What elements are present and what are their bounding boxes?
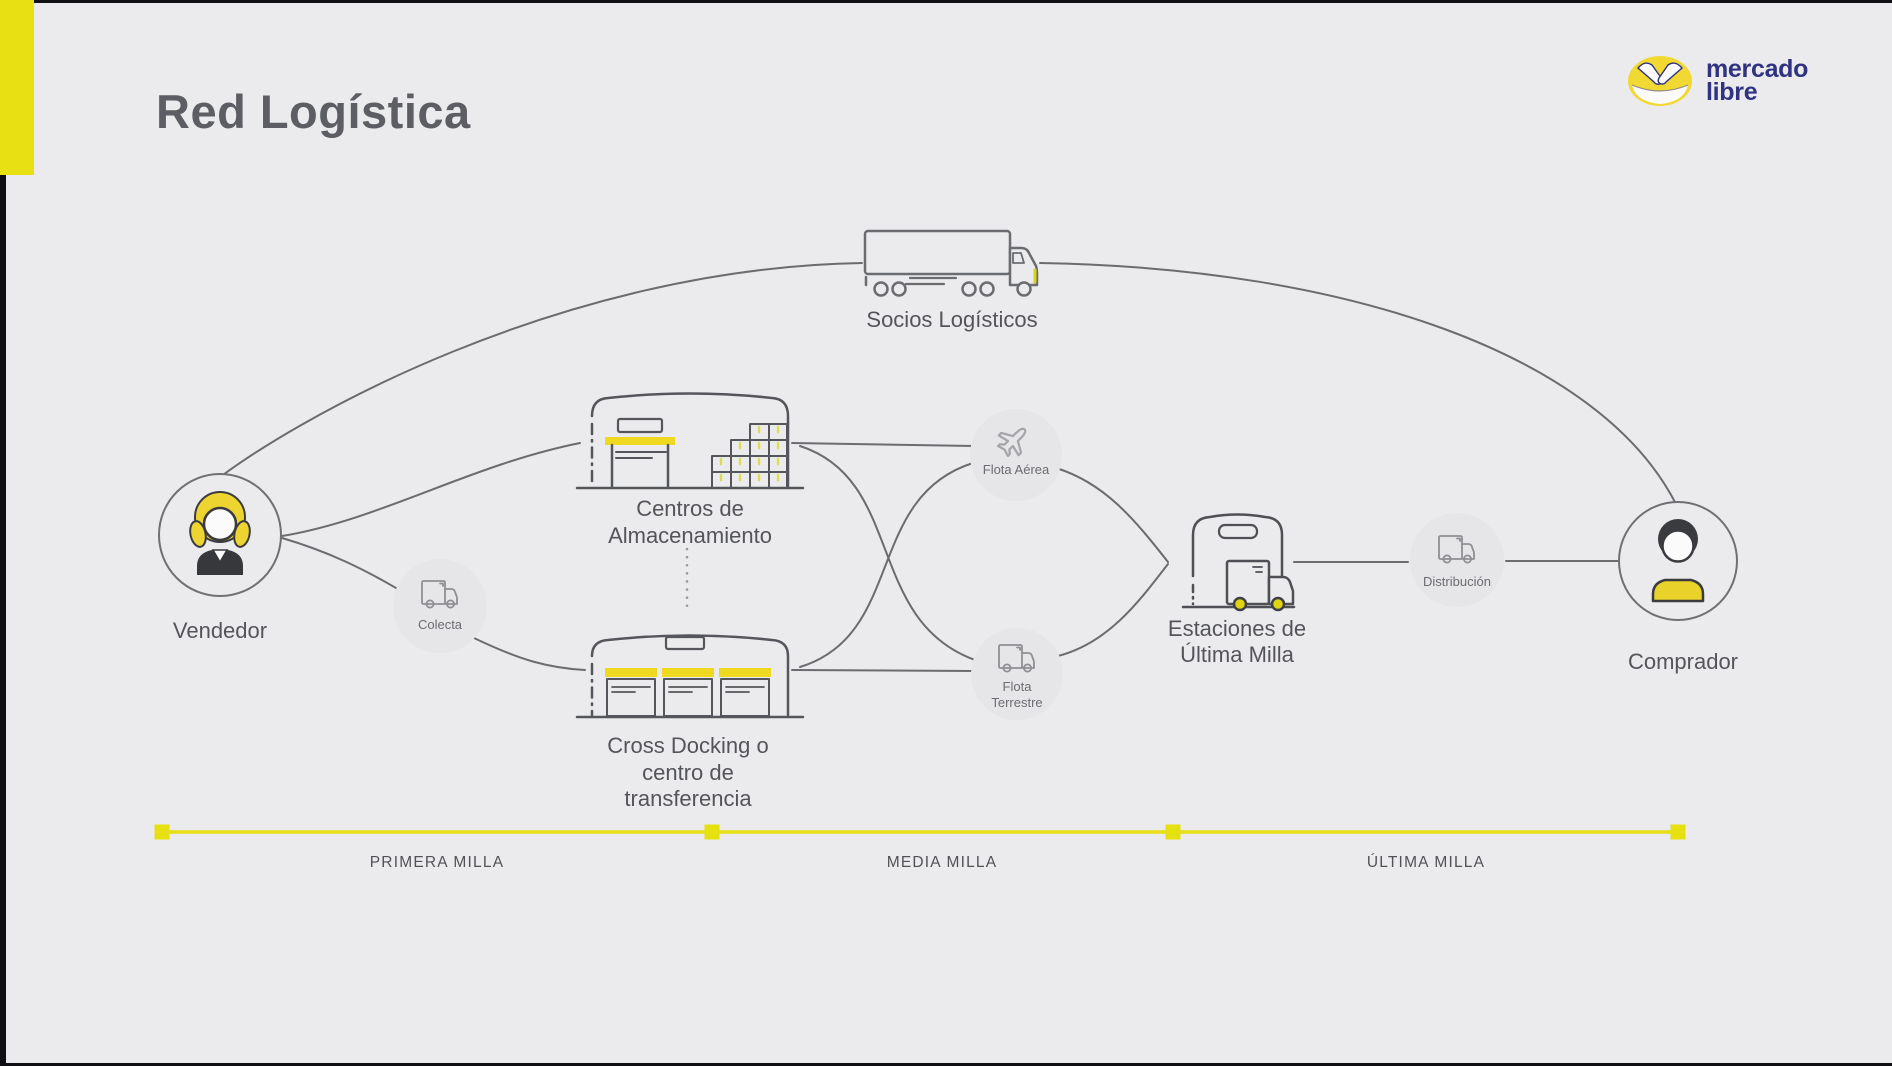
- comprador-label: Comprador: [1628, 649, 1738, 674]
- socios-logisticos-node: Socios Logísticos: [863, 229, 1039, 332]
- arc-socios-to-comprador: [1039, 262, 1677, 505]
- comprador-node: Comprador: [1618, 501, 1738, 674]
- hub-circles: [393, 409, 1504, 720]
- seller-person-icon: [189, 491, 251, 575]
- flota-terrestre-node: Flota Terrestre: [991, 644, 1043, 710]
- flota-terrestre-label-line1: Flota: [1003, 679, 1033, 694]
- vendedor-label: Vendedor: [173, 618, 267, 643]
- estaciones-label-line2: Última Milla: [1180, 642, 1294, 667]
- crossdocking-label-line2: centro de: [642, 760, 734, 785]
- line-centros-to-flota-terrestre: [799, 445, 976, 661]
- centros-label-line2: Almacenamiento: [608, 523, 772, 548]
- distribucion-label: Distribución: [1423, 574, 1491, 589]
- accent-bar: [0, 0, 34, 175]
- airplane-icon: [996, 427, 1027, 458]
- handshake-logo-icon: [1628, 56, 1692, 106]
- timeline-label-ultima-milla: ÚLTIMA MILLA: [1367, 854, 1485, 871]
- mercado-libre-logo: mercado libre: [1626, 52, 1808, 110]
- colecta-node: Colecta: [418, 580, 463, 632]
- line-flota-aerea-to-estaciones: [1055, 467, 1169, 563]
- vendedor-node: Vendedor: [158, 473, 282, 643]
- last-mile-station-icon: [1181, 513, 1296, 612]
- mile-timeline: PRIMERA MILLA MEDIA MILLA ÚLTIMA MILLA: [154, 824, 1686, 871]
- flota-aerea-node: Flota Aérea: [983, 427, 1050, 477]
- crossdocking-label-line1: Cross Docking o: [607, 733, 768, 758]
- distribucion-circle: [1410, 513, 1504, 607]
- timeline-markers: [154, 824, 1686, 840]
- centros-label-line1: Centros de: [636, 496, 744, 521]
- flota-aerea-label: Flota Aérea: [983, 462, 1050, 477]
- colecta-circle: [393, 559, 487, 653]
- estaciones-label-line1: Estaciones de: [1168, 616, 1306, 641]
- line-centros-to-flota-aerea: [791, 442, 975, 447]
- flota-terrestre-circle: [971, 628, 1063, 720]
- arc-vendedor-to-socios: [205, 262, 863, 489]
- line-crossdocking-to-flota-terrestre: [791, 669, 976, 672]
- socios-label: Socios Logísticos: [866, 307, 1037, 332]
- brand-line-2: libre: [1706, 78, 1758, 106]
- connector-lines: [205, 262, 1677, 672]
- colecta-label: Colecta: [418, 617, 463, 632]
- warehouse-storage-icon: [575, 392, 805, 490]
- slide-background: [6, 3, 1892, 1063]
- line-flota-terrestre-to-estaciones: [1057, 563, 1169, 657]
- timeline-label-primera-milla: PRIMERA MILLA: [370, 854, 504, 871]
- buyer-person-icon: [1651, 519, 1705, 603]
- crossdocking-label-line3: transferencia: [624, 786, 752, 811]
- warehouse-crossdock-icon: [575, 634, 805, 719]
- estaciones-node: Estaciones de Última Milla: [1168, 513, 1306, 667]
- timeline-marker-1: [154, 824, 170, 840]
- timeline-marker-4: [1670, 824, 1686, 840]
- timeline-label-media-milla: MEDIA MILLA: [887, 854, 998, 871]
- timeline-marker-2: [704, 824, 720, 840]
- brand-line-1: mercado: [1706, 55, 1809, 83]
- cross-docking-node: Cross Docking o centro de transferencia: [575, 634, 805, 811]
- line-colecta-to-crossdocking: [473, 637, 586, 671]
- centros-almacenamiento-node: Centros de Almacenamiento: [575, 392, 805, 548]
- timeline-marker-3: [1165, 824, 1181, 840]
- flota-aerea-circle: [970, 409, 1062, 501]
- flota-terrestre-label-line2: Terrestre: [991, 695, 1042, 710]
- line-vendedor-to-colecta: [281, 537, 397, 589]
- brand-name: mercado libre: [1706, 55, 1809, 106]
- semi-truck-icon: [863, 229, 1039, 297]
- distribucion-node: Distribución: [1423, 535, 1491, 589]
- line-crossdocking-to-flota-aerea: [799, 462, 974, 668]
- page-title: Red Logística: [156, 85, 471, 138]
- line-vendedor-to-centros: [281, 442, 581, 537]
